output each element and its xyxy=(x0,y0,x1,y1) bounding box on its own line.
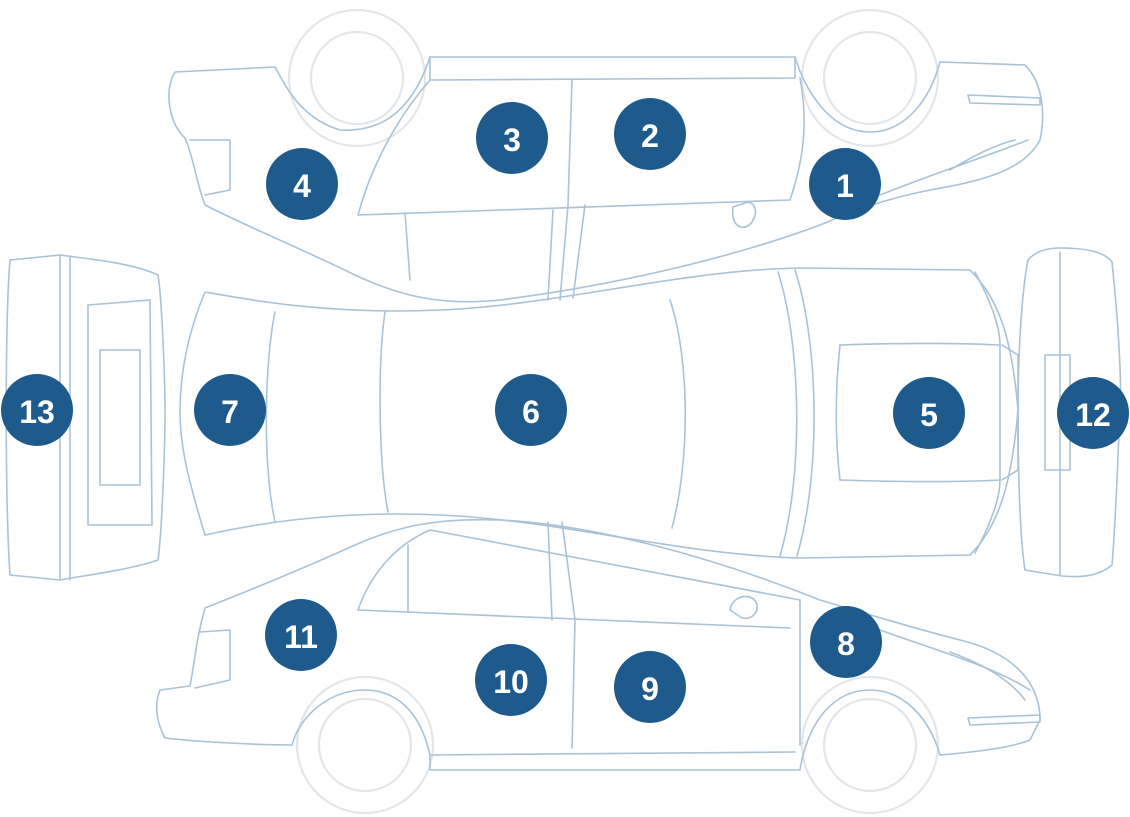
zone-badge-7[interactable]: 7 xyxy=(194,374,266,446)
zone-badge-8[interactable]: 8 xyxy=(810,606,882,678)
car-top-view xyxy=(180,268,1018,558)
zone-badge-label: 9 xyxy=(641,671,659,707)
zone-badge-11[interactable]: 11 xyxy=(265,599,337,671)
zone-badge-label: 13 xyxy=(19,394,55,430)
front-wheel-upper xyxy=(802,10,938,146)
zone-badge-13[interactable]: 13 xyxy=(1,374,73,446)
zone-badge-4[interactable]: 4 xyxy=(266,148,338,220)
zone-badge-label: 3 xyxy=(503,122,521,158)
zone-badge-label: 5 xyxy=(920,397,938,433)
zone-badge-label: 11 xyxy=(284,619,318,655)
zone-badge-label: 2 xyxy=(641,118,659,154)
top-view-outline xyxy=(180,268,1018,558)
zone-badge-label: 4 xyxy=(293,168,311,204)
zone-badge-2[interactable]: 2 xyxy=(614,98,686,170)
zone-badge-12[interactable]: 12 xyxy=(1057,377,1129,449)
zone-badge-5[interactable]: 5 xyxy=(893,377,965,449)
zone-badge-label: 1 xyxy=(836,168,854,204)
zone-badge-3[interactable]: 3 xyxy=(476,102,548,174)
rear-wheel-lower xyxy=(297,677,433,813)
zone-badge-label: 7 xyxy=(221,394,239,430)
zone-badge-1[interactable]: 1 xyxy=(809,148,881,220)
zone-badge-label: 8 xyxy=(837,626,855,662)
zone-badge-6[interactable]: 6 xyxy=(495,374,567,446)
zone-badge-9[interactable]: 9 xyxy=(614,651,686,723)
zone-badge-label: 10 xyxy=(493,664,529,700)
zone-badge-10[interactable]: 10 xyxy=(475,644,547,716)
zone-badge-label: 12 xyxy=(1075,397,1111,433)
front-wheel-lower xyxy=(802,677,938,813)
rear-wheel-upper xyxy=(289,10,425,146)
zone-badge-label: 6 xyxy=(522,394,540,430)
